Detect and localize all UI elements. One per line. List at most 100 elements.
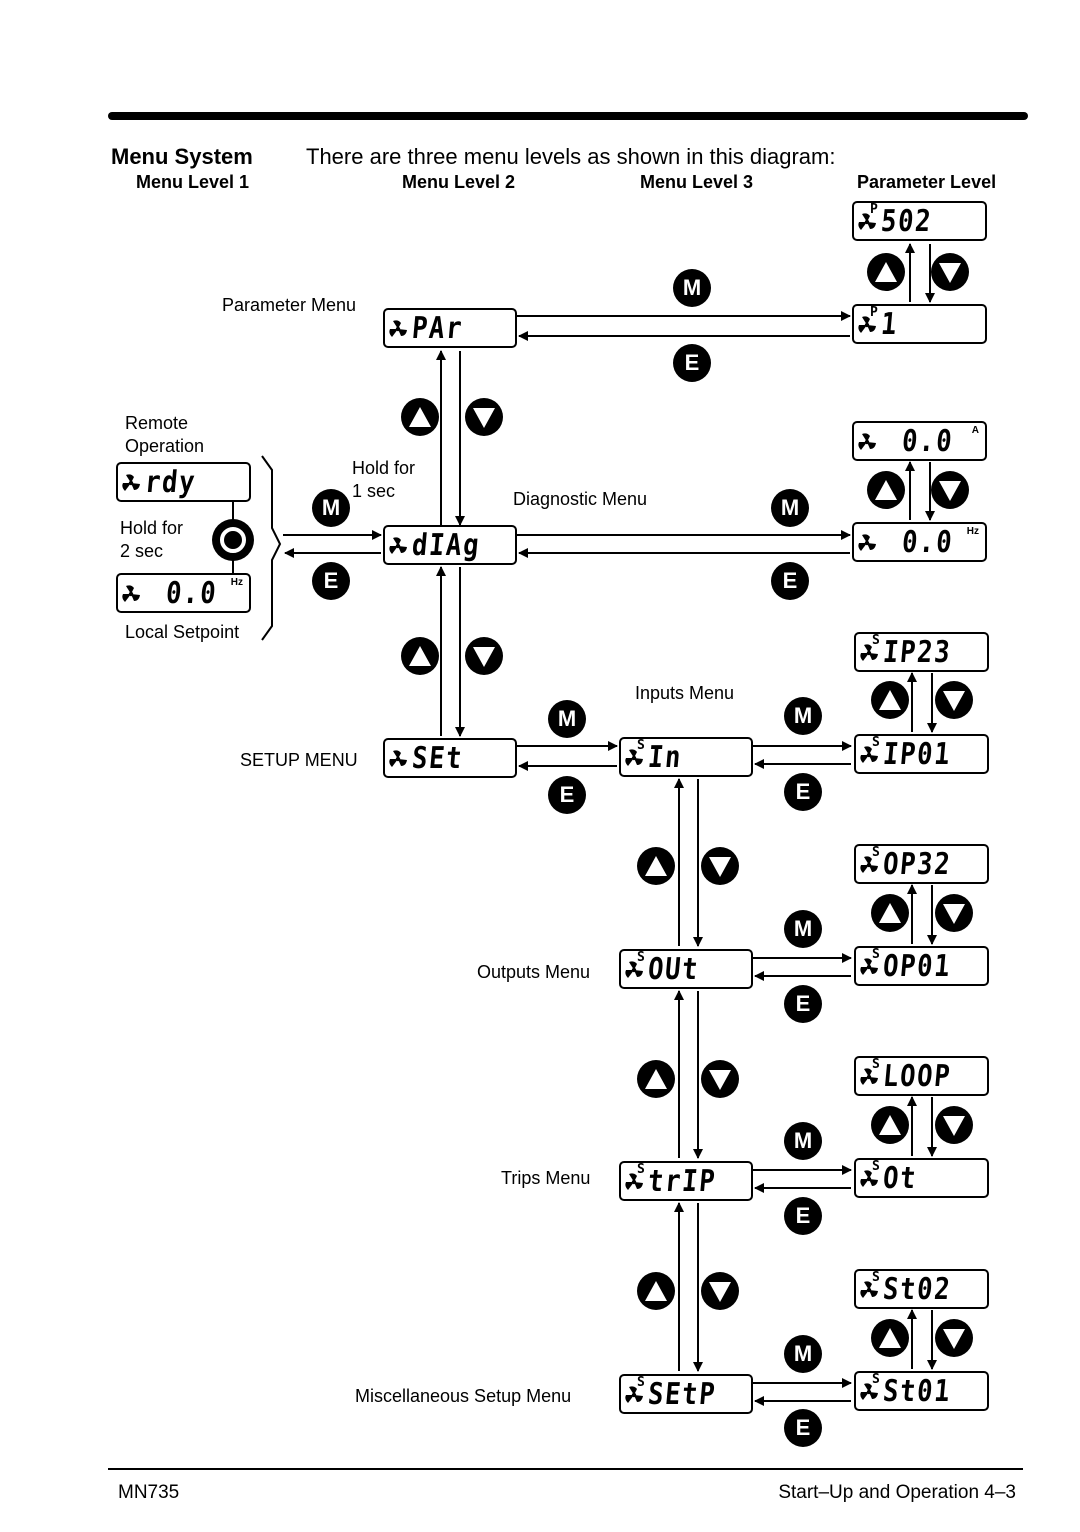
- display-ip01: S IP01: [854, 734, 989, 774]
- e-key: E: [784, 773, 822, 811]
- menu-level-1-heading: Menu Level 1: [136, 172, 250, 192]
- display-text: 0.0: [900, 525, 955, 560]
- display-diag: dIAg: [383, 525, 517, 565]
- hold-2sec-label-1: Hold for: [120, 518, 184, 538]
- e-key: E: [771, 562, 809, 600]
- display-unit: Hz: [230, 577, 243, 588]
- display-text: In: [646, 740, 684, 775]
- diagnostic-menu-label: Diagnostic Menu: [513, 489, 648, 509]
- fan-icon: [122, 474, 140, 491]
- display-text: LOOP: [881, 1059, 953, 1094]
- display-superscript: S: [872, 1270, 880, 1285]
- menu-level-2-heading: Menu Level 2: [402, 172, 516, 192]
- display-superscript: S: [872, 1159, 880, 1174]
- display-local-setpoint: 0.0 Hz: [116, 573, 251, 613]
- down-arrow-key-icon: [935, 894, 973, 932]
- display-superscript: S: [637, 950, 645, 965]
- display-text: rdy: [143, 465, 198, 500]
- e-key: E: [784, 1197, 822, 1235]
- display-st01: S St01: [854, 1371, 989, 1411]
- remote-operation-label-2: Operation: [125, 436, 205, 456]
- display-text: OP01: [881, 949, 953, 984]
- footer-left: MN735: [118, 1482, 180, 1503]
- m-key: M: [673, 269, 711, 307]
- hold-1sec-label-1: Hold for: [352, 458, 416, 478]
- footer-rule: [108, 1468, 1023, 1470]
- display-unit: Hz: [966, 526, 979, 537]
- section-title: Menu System: [111, 144, 253, 169]
- display-set: SEt: [383, 738, 517, 778]
- display-text: SEt: [410, 741, 465, 776]
- display-superscript: S: [637, 1375, 645, 1390]
- display-superscript: S: [872, 845, 880, 860]
- up-arrow-key-icon: [867, 253, 905, 291]
- display-setp: S SEtP: [619, 1374, 753, 1414]
- down-arrow-key-icon: [701, 1060, 739, 1098]
- inputs-menu-label: Inputs Menu: [635, 683, 735, 703]
- display-out: S OUt: [619, 949, 753, 989]
- m-key: M: [771, 489, 809, 527]
- remote-operation-label-1: Remote: [125, 413, 189, 433]
- down-arrow-key-icon: [935, 1319, 973, 1357]
- display-text: Ot: [881, 1161, 919, 1196]
- m-key: M: [784, 1122, 822, 1160]
- fan-icon: [122, 585, 140, 602]
- display-hz: 0.0 Hz: [852, 522, 987, 562]
- display-op32: S OP32: [854, 844, 989, 884]
- down-arrow-key-icon: [935, 1106, 973, 1144]
- m-key: M: [784, 910, 822, 948]
- up-arrow-key-icon: [871, 1319, 909, 1357]
- display-amps: 0.0 A: [852, 421, 987, 461]
- down-arrow-key-icon: [931, 253, 969, 291]
- up-arrow-key-icon: [867, 471, 905, 509]
- display-superscript: S: [872, 633, 880, 648]
- up-arrow-key-icon: [637, 1272, 675, 1310]
- display-text: St01: [881, 1374, 953, 1409]
- display-superscript: S: [872, 1372, 880, 1387]
- up-arrow-key-icon: [637, 1060, 675, 1098]
- display-loop: S LOOP: [854, 1056, 989, 1096]
- intro-text: There are three menu levels as shown in …: [306, 144, 836, 169]
- display-superscript: P: [870, 305, 878, 320]
- display-superscript: S: [872, 735, 880, 750]
- down-arrow-key-icon: [701, 1272, 739, 1310]
- footer-right: Start–Up and Operation 4–3: [778, 1482, 1016, 1503]
- up-arrow-key-icon: [871, 1106, 909, 1144]
- display-text: 502: [879, 204, 934, 239]
- setup-menu-label: SETUP MENU: [240, 750, 358, 770]
- display-unit: A: [971, 425, 979, 436]
- fan-icon: [389, 537, 407, 554]
- top-rule: [108, 112, 1028, 120]
- hold-1sec-label-2: 1 sec: [352, 481, 396, 501]
- e-key: E: [673, 344, 711, 382]
- fan-icon: [858, 433, 876, 450]
- parameter-menu-label: Parameter Menu: [222, 295, 357, 315]
- display-in: S In: [619, 737, 753, 777]
- display-superscript: S: [637, 1162, 645, 1177]
- display-text: dIAg: [410, 528, 482, 563]
- m-key: M: [548, 700, 586, 738]
- down-arrow-key-icon: [465, 398, 503, 436]
- m-key: M: [312, 489, 350, 527]
- e-key: E: [784, 985, 822, 1023]
- misc-setup-menu-label: Miscellaneous Setup Menu: [355, 1386, 572, 1406]
- m-key: M: [784, 697, 822, 735]
- up-arrow-key-icon: [401, 398, 439, 436]
- e-key: E: [548, 776, 586, 814]
- display-ip23: S IP23: [854, 632, 989, 672]
- display-text: IP23: [881, 635, 953, 670]
- display-op01: S OP01: [854, 946, 989, 986]
- display-text: St02: [881, 1272, 953, 1307]
- e-key: E: [784, 1409, 822, 1447]
- display-p1: P 1: [852, 304, 987, 344]
- outputs-menu-label: Outputs Menu: [477, 962, 591, 982]
- local-setpoint-label: Local Setpoint: [125, 622, 240, 642]
- fan-icon: [389, 750, 407, 767]
- fan-icon: [858, 534, 876, 551]
- down-arrow-key-icon: [701, 847, 739, 885]
- display-par: PAr: [383, 308, 517, 348]
- display-trip: S trIP: [619, 1161, 753, 1201]
- up-arrow-key-icon: [401, 637, 439, 675]
- display-superscript: P: [870, 202, 878, 217]
